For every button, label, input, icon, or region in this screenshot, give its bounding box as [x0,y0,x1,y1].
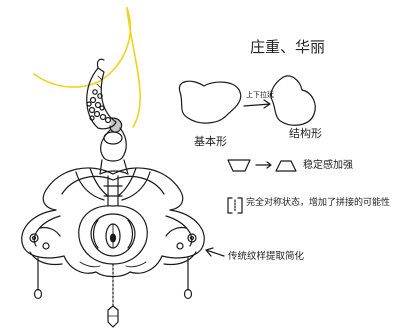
structural-shape-label: 结构形 [289,127,322,140]
hanging-tassels [33,257,193,328]
basic-shape [178,80,242,124]
trapezoid-note: 稳定感加强 [303,160,353,171]
trapezoid-arrow [255,161,272,169]
sketch-title: 庄重、华丽 [250,38,326,56]
ornament-body [21,167,205,278]
yellow-cord [33,7,132,88]
structural-shape [270,75,316,126]
pattern-arrow [205,247,225,257]
pattern-note: 传统纹样提取简化 [228,251,305,262]
shape-arrow [243,99,271,109]
trapezoid-upright [275,160,297,172]
arrow-label: 上下拉延 [246,91,274,99]
symmetry-note: 完全对称状态，增加了拼接的可能性 [246,198,391,208]
symmetry-bracket-icon [227,197,243,214]
crescent-pendant [86,58,123,133]
yellow-cord-right [126,7,141,128]
pendant-neck [99,127,129,175]
basic-shape-label: 基本形 [194,135,227,148]
trapezoid-inverted [227,159,251,172]
